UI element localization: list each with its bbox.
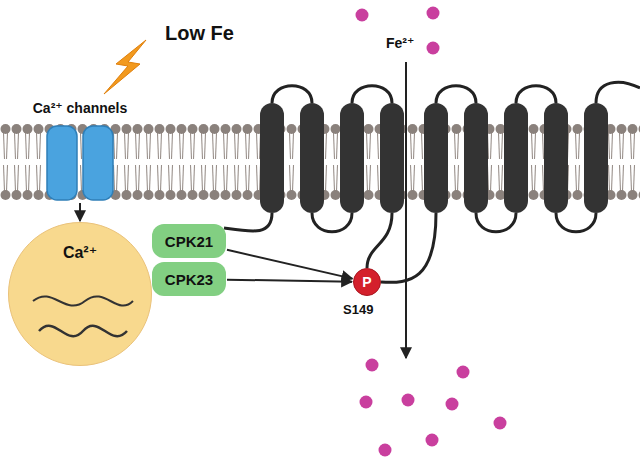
node-text: P [362, 274, 371, 290]
phospho-site: P [353, 268, 381, 296]
protein-loop [224, 213, 272, 231]
kinase-box: CPK23 [152, 262, 226, 296]
stress-label: Low Fe [165, 22, 234, 45]
protein-loop [476, 213, 516, 232]
node-text: Ca²⁺ [63, 243, 97, 262]
protein-loop [436, 86, 476, 103]
lightning-symbol [104, 40, 146, 94]
transmembrane-helix [464, 103, 488, 213]
iron-ion [427, 42, 440, 55]
iron-ion [366, 359, 379, 372]
transmembrane-helix [340, 103, 364, 213]
residue-label: S149 [343, 302, 373, 317]
protein-loop [352, 86, 392, 103]
protein-loop [381, 213, 436, 282]
channel-shape [45, 124, 115, 202]
iron-ion [360, 396, 373, 409]
iron-ion [356, 9, 369, 22]
transmembrane-helix [300, 103, 324, 213]
iron-ion [379, 444, 392, 457]
iron-ion [494, 417, 507, 430]
calcium-channel: Ca²⁺ channels [45, 124, 115, 202]
transmembrane-helix [424, 103, 448, 213]
arrow-connector [227, 280, 352, 282]
iron-ion [457, 366, 470, 379]
calcium-signal: Ca²⁺ [8, 222, 152, 366]
transporter-protein [224, 82, 640, 282]
transmembrane-helix [544, 103, 568, 213]
protein-loop [312, 213, 352, 232]
protein-loop [367, 213, 392, 268]
protein-loop [272, 86, 312, 103]
iron-ion [446, 398, 459, 411]
arrow-connector [227, 250, 352, 279]
transmembrane-helix [504, 103, 528, 213]
ion-label: Fe²⁺ [386, 35, 414, 51]
protein-loop [516, 86, 556, 103]
iron-ion [402, 394, 415, 407]
iron-flux-arrow [405, 62, 407, 358]
protein-loop [596, 82, 640, 103]
node-text: CPK23 [165, 271, 213, 288]
node-text: CPK21 [165, 233, 213, 250]
transmembrane-helix [380, 103, 404, 213]
protein-loop [556, 213, 596, 232]
kinase-box: CPK21 [152, 224, 226, 258]
transmembrane-helix [260, 103, 284, 213]
arrow-connector [79, 203, 81, 221]
transmembrane-helix [584, 103, 608, 213]
iron-ion [426, 434, 439, 447]
iron-ions [356, 7, 507, 457]
iron-ion [427, 7, 440, 20]
channel-label: Ca²⁺ channels [33, 100, 128, 116]
